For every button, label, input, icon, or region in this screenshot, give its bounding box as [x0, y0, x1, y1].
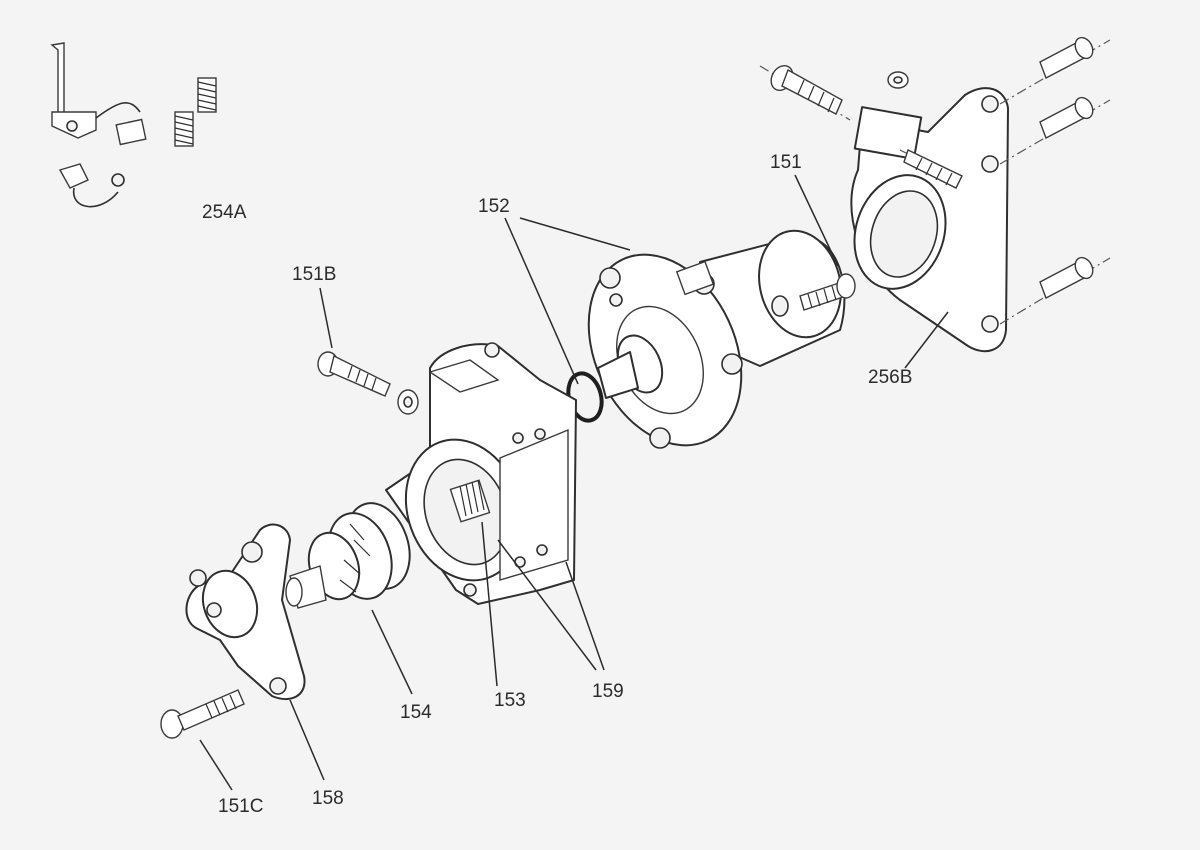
washer — [397, 389, 419, 415]
needle-bearing — [449, 479, 491, 523]
label-152: 152 — [478, 196, 510, 217]
end-cover-arm — [185, 523, 306, 701]
label-154: 154 — [400, 702, 432, 723]
bolt-151B — [317, 351, 391, 397]
through-bolt — [799, 273, 856, 311]
bracket-bolt-middle-right — [1039, 96, 1094, 139]
label-151C: 151C — [218, 796, 263, 817]
starter-drive-gear — [285, 502, 411, 609]
bracket-bolt-left — [770, 64, 843, 115]
bolt-151C — [160, 689, 245, 739]
label-254A: 254A — [202, 202, 247, 223]
gear-housing — [385, 342, 577, 605]
label-151B: 151B — [292, 264, 336, 285]
leader-lines — [199, 174, 839, 791]
starter-motor — [587, 229, 846, 449]
label-158: 158 — [312, 788, 344, 809]
bracket-bolt-top-right — [1039, 36, 1094, 79]
brush-kit-assembly: 254A — [50, 42, 247, 223]
spring-lower — [174, 111, 194, 147]
bracket-bolt-lower-right — [1039, 256, 1094, 299]
bracket-adjust-screw — [903, 149, 963, 189]
mounting-bracket: 256B — [759, 36, 1111, 388]
label-256B: 256B — [868, 367, 912, 388]
spring-upper — [197, 77, 217, 113]
label-151: 151 — [770, 152, 802, 173]
label-153: 153 — [494, 690, 526, 711]
label-159: 159 — [592, 681, 624, 702]
